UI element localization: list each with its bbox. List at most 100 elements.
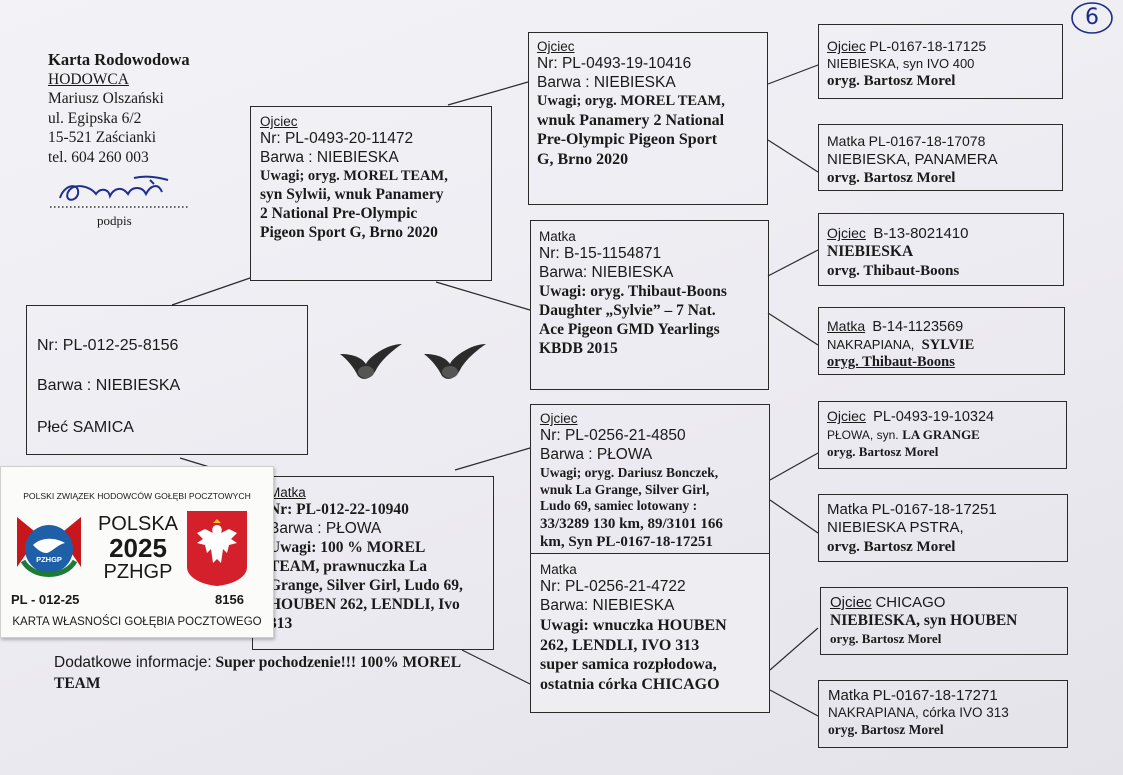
- mother-box: Matka Nr: PL-012-22-10940 Barwa : PŁOWA …: [252, 476, 494, 650]
- father-box: Ojciec Nr: PL-0493-20-11472 Barwa : NIEB…: [250, 106, 492, 281]
- mgf-notes-line-4: 33/3289 130 km, 89/3101 166: [540, 515, 723, 532]
- ownership-card: POLSKI ZWIĄZEK HODOWCÓW GOŁĘBI POCZTOWYC…: [0, 466, 274, 638]
- breeder-info: Karta Rodowodowa HODOWCA Mariusz Olszańs…: [48, 50, 190, 167]
- mgf-color: Barwa : PŁOWA: [540, 446, 653, 464]
- father-notes-line-2: syn Sylwii, wnuk Panamery: [260, 185, 444, 203]
- page-number: 6: [1085, 5, 1099, 30]
- father-number: Nr: PL-0493-20-11472: [260, 130, 414, 148]
- ggp-box-7: Ojciec CHICAGO NIEBIESKA, syn HOUBEN ory…: [820, 587, 1068, 655]
- mother-color: Barwa : PŁOWA: [269, 520, 382, 538]
- ggp5-name: LA GRANGE: [902, 426, 980, 442]
- mother-notes-line-4: HOUBEN 262, LENDLI, Ivo: [269, 596, 460, 613]
- ggp7-origin: oryg. Bartosz Morel: [830, 631, 942, 647]
- card-footer-title: KARTA WŁASNOŚCI GOŁĘBIA POCZTOWEGO: [12, 616, 262, 628]
- pgm-notes-line-1: Uwagi: oryg. Thibaut-Boons: [539, 283, 727, 301]
- additional-info-text-1: Super pochodzenie!!! 100% MOREL: [215, 654, 462, 671]
- mgm-label: Matka: [540, 562, 577, 577]
- mother-notes-line-5: 313: [269, 614, 293, 632]
- ggp6-label: Matka: [827, 501, 868, 518]
- ggp3-origin: orvg. Thibaut-Boons: [827, 263, 960, 280]
- pgm-number: Nr: B-15-1154871: [539, 245, 662, 263]
- ggp4-number: B-14-1123569: [872, 319, 964, 335]
- ggp8-color: NAKRAPIANA, córka IVO 313: [828, 705, 1009, 721]
- father-notes-line-1: Uwagi; oryg. MOREL TEAM,: [260, 168, 448, 185]
- ggp5-origin: oryg. Bartosz Morel: [827, 444, 939, 460]
- father-label: Ojciec: [260, 114, 298, 129]
- pgf-notes-line-3: Pre-Olympic Pigeon Sport: [537, 131, 718, 149]
- mgf-notes-line-3: Ludo 69, samiec lotowany :: [540, 498, 698, 514]
- subject-sex: Płeć SAMICA: [37, 419, 134, 436]
- ggp5-number: PL-0493-19-10324: [873, 409, 995, 425]
- ggp5-label: Ojciec: [827, 408, 866, 424]
- ggp-box-6: Matka PL-0167-18-17251 NIEBIESKA PSTRA, …: [818, 494, 1068, 562]
- pgf-number: Nr: PL-0493-19-10416: [537, 55, 692, 73]
- mgm-number: Nr: PL-0256-21-4722: [540, 578, 686, 596]
- mgf-label: Ojciec: [540, 411, 578, 426]
- ggp4-color: NAKRAPIANA,: [827, 336, 915, 352]
- pigeons-illustration: [340, 344, 486, 379]
- paternal-grandmother-box: Matka Nr: B-15-1154871 Barwa: NIEBIESKA …: [530, 220, 769, 390]
- pgf-notes-line-4: G, Brno 2020: [537, 151, 629, 168]
- ggp-box-3: Ojciec B-13-8021410 NIEBIESKA orvg. Thib…: [818, 213, 1064, 286]
- ggp-box-4: Matka B-14-1123569 NAKRAPIANA, SYLVIE or…: [818, 307, 1065, 375]
- mgm-notes-line-4: ostatnia córka CHICAGO: [540, 675, 720, 693]
- ggp1-label: Ojciec: [827, 38, 866, 54]
- father-notes-line-3: 2 National Pre-Olympic: [260, 204, 418, 222]
- card-org: PZHGP: [103, 561, 173, 583]
- paternal-grandfather-box: Ojciec Nr: PL-0493-19-10416 Barwa : NIEB…: [528, 32, 768, 205]
- ggp1-number: PL-0167-18-17125: [869, 38, 987, 54]
- ggp3-number: B-13-8021410: [873, 225, 969, 242]
- pzhgp-logo-icon: [17, 517, 81, 577]
- ggp2-label: Matka: [827, 133, 866, 149]
- ggp7-color: NIEBIESKA, syn HOUBEN: [830, 612, 1018, 630]
- father-color: Barwa : NIEBIESKA: [260, 149, 399, 167]
- ggp3-color: NIEBIESKA: [827, 243, 914, 261]
- pgf-color: Barwa : NIEBIESKA: [537, 74, 676, 92]
- ggp-box-2: Matka PL-0167-18-17078 NIEBIESKA, PANAME…: [818, 124, 1063, 191]
- ggp4-name: SYLVIE: [921, 336, 975, 353]
- card-ring-number: PL - 012-25: [11, 592, 80, 607]
- page-number-badge: 6: [1068, 0, 1116, 36]
- ggp4-label: Matka: [827, 318, 866, 334]
- ggp-box-1: Ojciec PL-0167-18-17125 NIEBIESKA, syn I…: [818, 24, 1063, 99]
- ggp7-name: CHICAGO: [875, 594, 946, 611]
- additional-info: Dodatkowe informacje: Super pochodzenie!…: [54, 652, 534, 694]
- breeder-name: Mariusz Olszański: [48, 90, 164, 107]
- pgm-notes-line-3: Ace Pigeon GMD Yearlings: [539, 321, 720, 339]
- card-logo-text: PZHGP: [36, 555, 62, 564]
- ggp4-origin: oryg. Thibaut-Boons: [827, 354, 955, 371]
- father-notes-line-4: Pigeon Sport G, Brno 2020: [260, 223, 438, 241]
- breeder-street: ul. Egipska 6/2: [48, 109, 142, 127]
- card-country: POLSKA: [97, 513, 179, 535]
- mgm-notes-line-2: 262, LENDLI, IVO 313: [540, 636, 700, 654]
- ggp1-origin: oryg. Bartosz Morel: [827, 72, 956, 89]
- mother-number: Nr: PL-012-22-10940: [269, 501, 409, 519]
- breeder-city: 15-521 Zaścianki: [48, 129, 157, 146]
- mother-notes-line-3: Grange, Silver Girl, Ludo 69,: [269, 577, 463, 595]
- ggp6-color: NIEBIESKA PSTRA,: [827, 519, 964, 537]
- pgf-notes-line-1: Uwagi; oryg. MOREL TEAM,: [537, 93, 725, 110]
- signature-label: podpis: [97, 213, 132, 228]
- ggp8-origin: oryg. Bartosz Morel: [828, 721, 944, 737]
- maternal-grandmother-box: Matka Nr: PL-0256-21-4722 Barwa: NIEBIES…: [530, 553, 770, 713]
- ggp8-number: PL-0167-18-17271: [872, 687, 998, 704]
- pgm-color: Barwa: NIEBIESKA: [539, 264, 674, 282]
- pgm-notes-line-4: KBDB 2015: [539, 340, 618, 357]
- pgf-notes-line-2: wnuk Panamery 2 National: [537, 111, 725, 129]
- mgf-notes-line-1: Uwagi; oryg. Dariusz Bonczek,: [540, 465, 719, 481]
- subject-color: Barwa : NIEBIESKA: [37, 377, 181, 394]
- additional-info-text-2: TEAM: [54, 675, 101, 692]
- ggp2-origin: orvg. Bartosz Morel: [827, 170, 956, 187]
- ggp5-color: PŁOWA, syn.: [827, 427, 899, 442]
- circle-mark-icon: [1071, 2, 1113, 34]
- breeder-section-label: HODOWCA: [48, 70, 129, 88]
- eagle-emblem-icon: [187, 511, 247, 586]
- ggp2-color: NIEBIESKA, PANAMERA: [827, 151, 998, 169]
- maternal-grandfather-box: Ojciec Nr: PL-0256-21-4850 Barwa : PŁOWA…: [530, 404, 770, 554]
- breeder-phone: tel. 604 260 003: [48, 148, 149, 166]
- mother-notes-line-2: TEAM, prawnuczka La: [269, 558, 428, 576]
- card-org-title: POLSKI ZWIĄZEK HODOWCÓW GOŁĘBI POCZTOWYC…: [23, 491, 251, 501]
- pgm-notes-line-2: Daughter „Sylvie” – 7 Nat.: [539, 302, 716, 320]
- card-year: 2025: [109, 533, 167, 563]
- mother-notes-line-1: Uwagi: 100 % MOREL: [269, 539, 426, 557]
